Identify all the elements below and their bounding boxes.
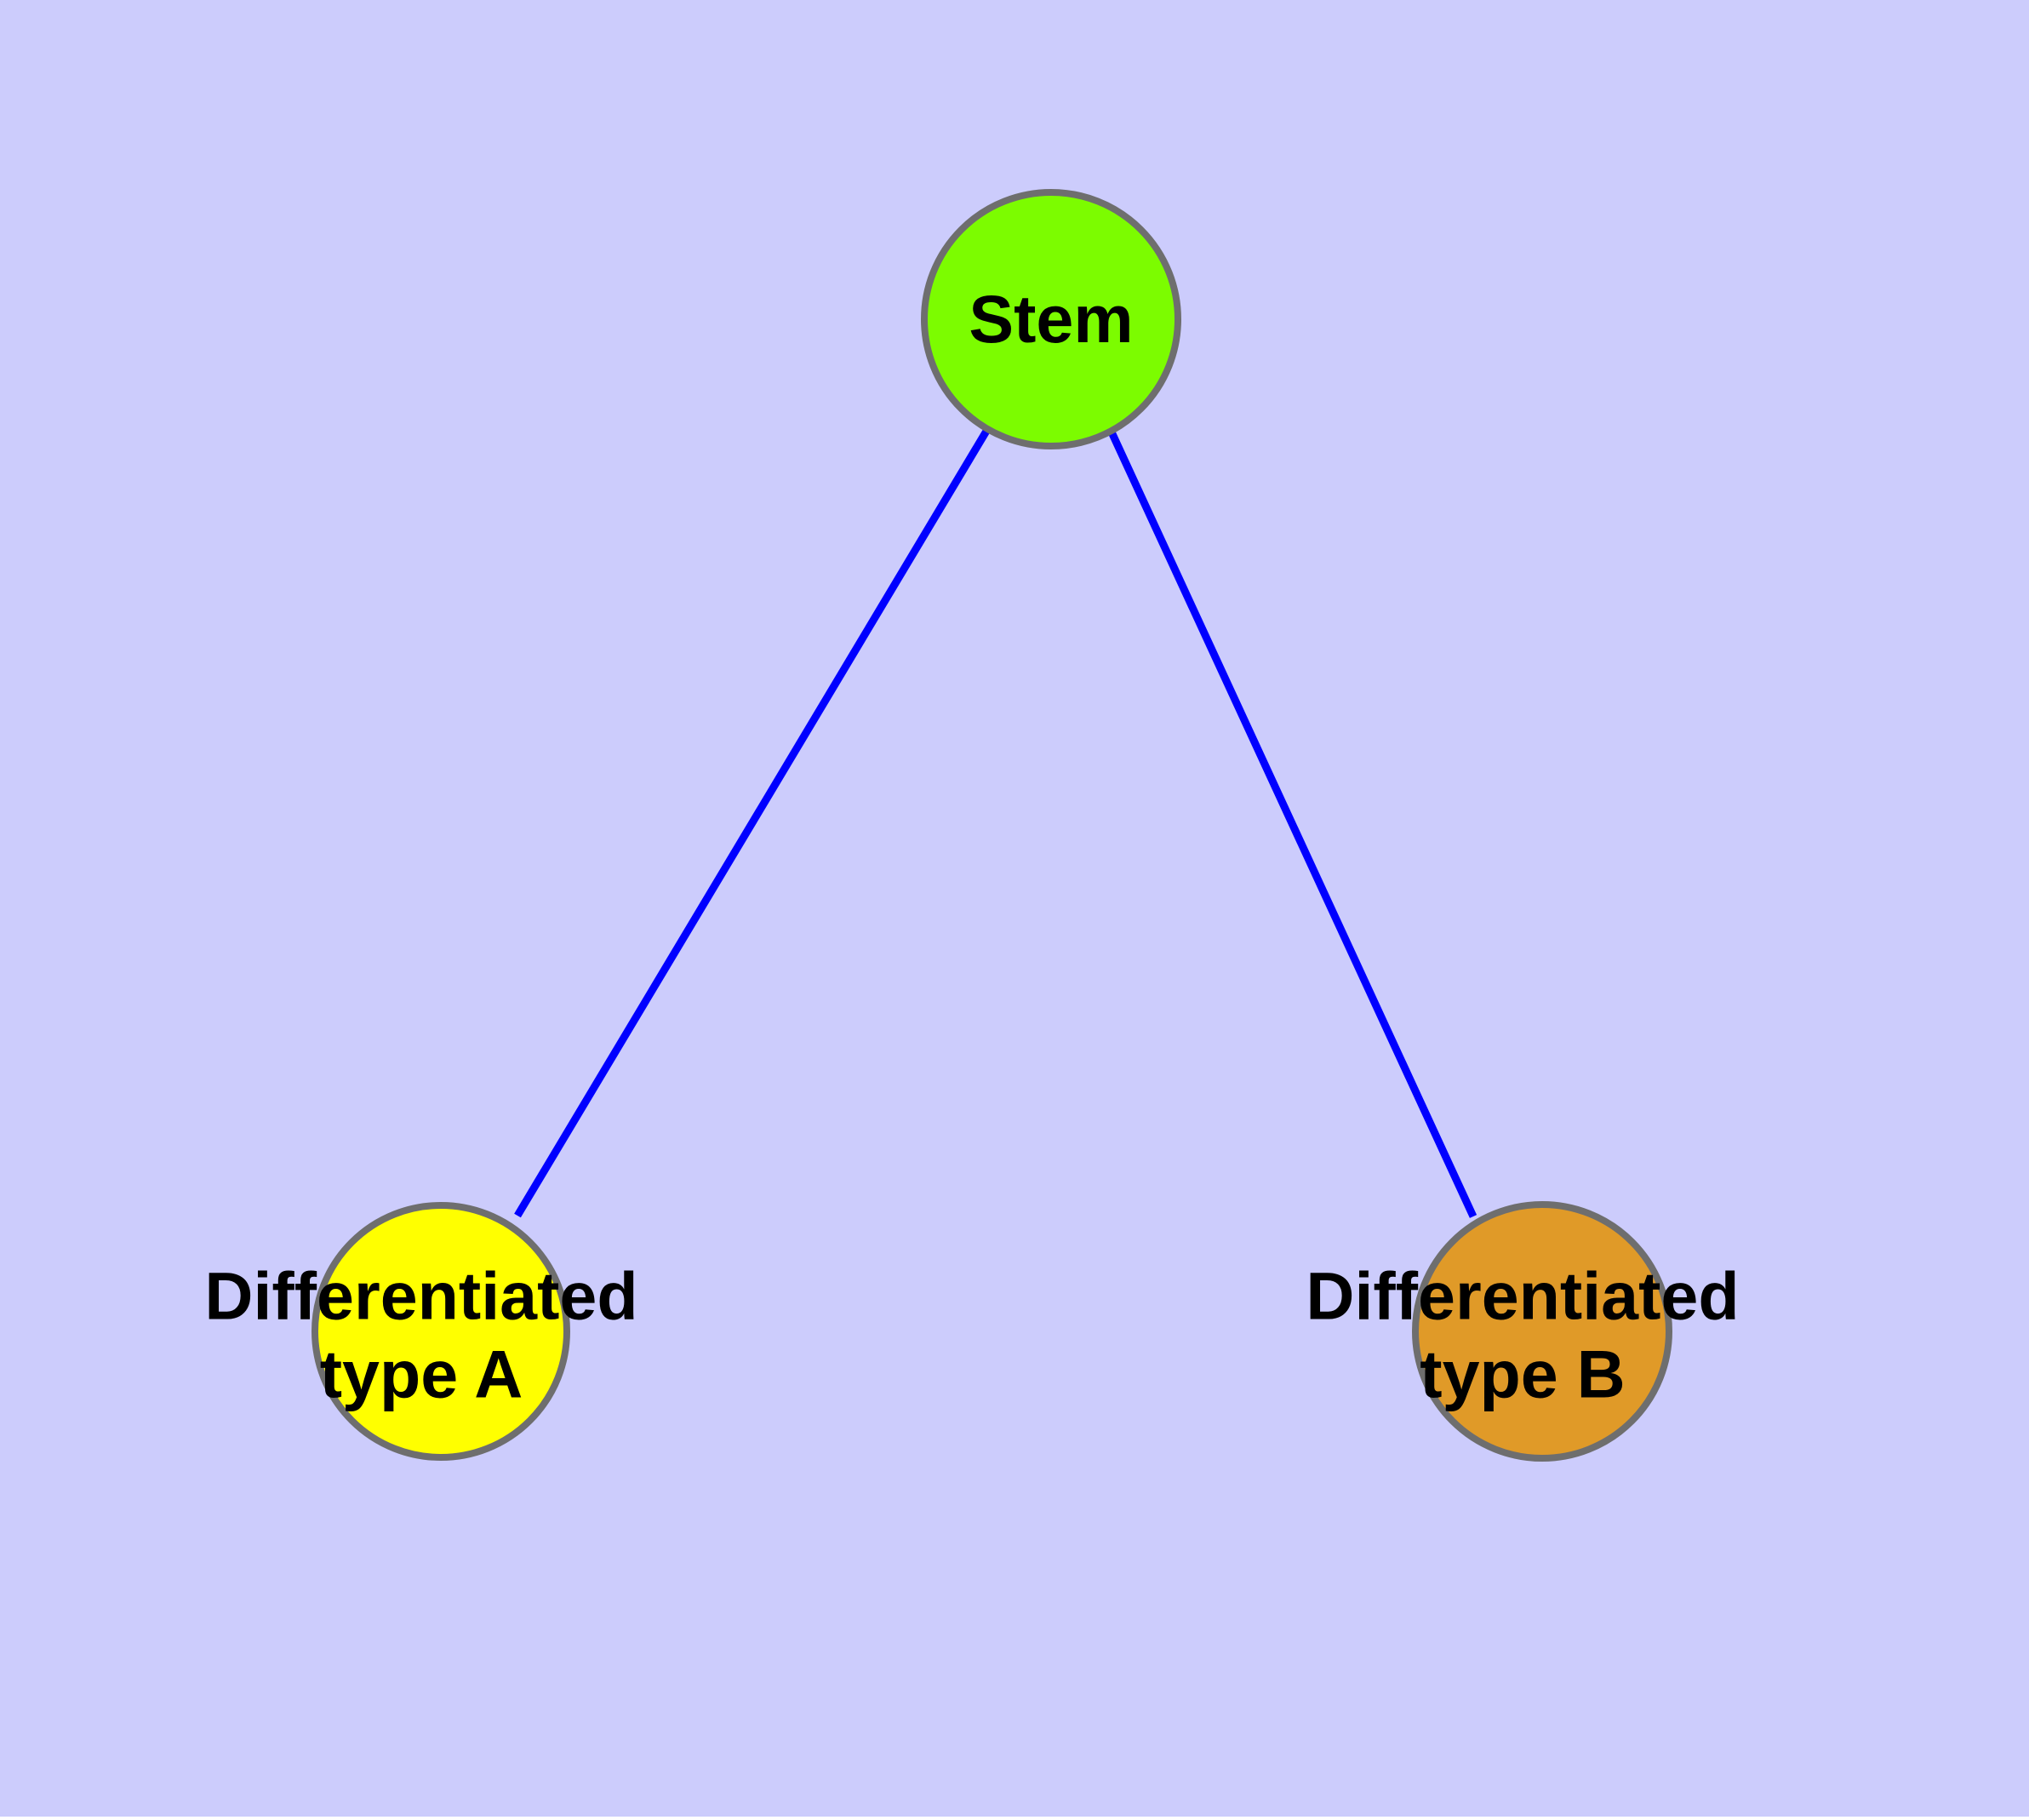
- node-differentiated-type-b[interactable]: [1412, 1201, 1672, 1462]
- node-layer: [311, 189, 1672, 1462]
- edge-stem-to-type-b: [1105, 425, 1477, 1218]
- node-differentiated-type-a[interactable]: [311, 1202, 570, 1461]
- edge-layer: [514, 425, 1477, 1218]
- edge-stem-to-type-a: [514, 426, 992, 1218]
- node-stem[interactable]: [921, 189, 1181, 449]
